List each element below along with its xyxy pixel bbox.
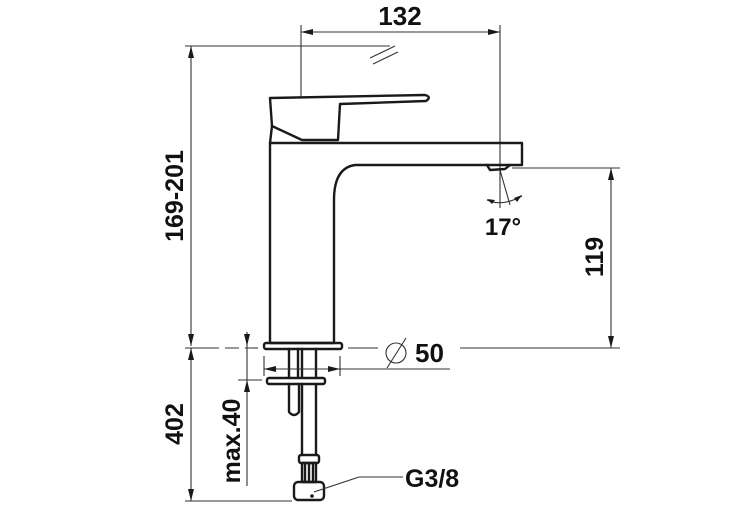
dimension-label-spout-angle: 17° — [485, 214, 521, 241]
mounting-hardware — [265, 347, 327, 502]
dimension-base-diameter: 50 — [205, 337, 450, 376]
dimension-hose-length: 402 — [161, 347, 292, 502]
dimension-label-spout-reach: 132 — [378, 1, 421, 31]
dimension-label-max-deck-thickness: max.40 — [218, 399, 246, 484]
dimension-label-base-diameter: 50 — [415, 338, 444, 368]
dimension-spout-height: 119 — [460, 167, 620, 349]
dimension-spout-reach: 132 — [300, 1, 501, 180]
label-connection-thread: G3/8 — [405, 465, 459, 493]
dimension-max-deck-thickness: max.40 — [218, 332, 262, 486]
faucet-body — [262, 93, 524, 351]
dimension-spout-angle: 17° — [485, 169, 523, 241]
dimension-label-total-height: 169-201 — [161, 150, 189, 242]
lever-swing-mark — [369, 45, 399, 65]
dimension-label-spout-height: 119 — [581, 237, 609, 277]
dimension-total-height: 169-201 — [161, 45, 390, 346]
dimension-label-hose-length: 402 — [161, 403, 189, 445]
callout-connection-thread: G3/8 — [313, 465, 459, 493]
